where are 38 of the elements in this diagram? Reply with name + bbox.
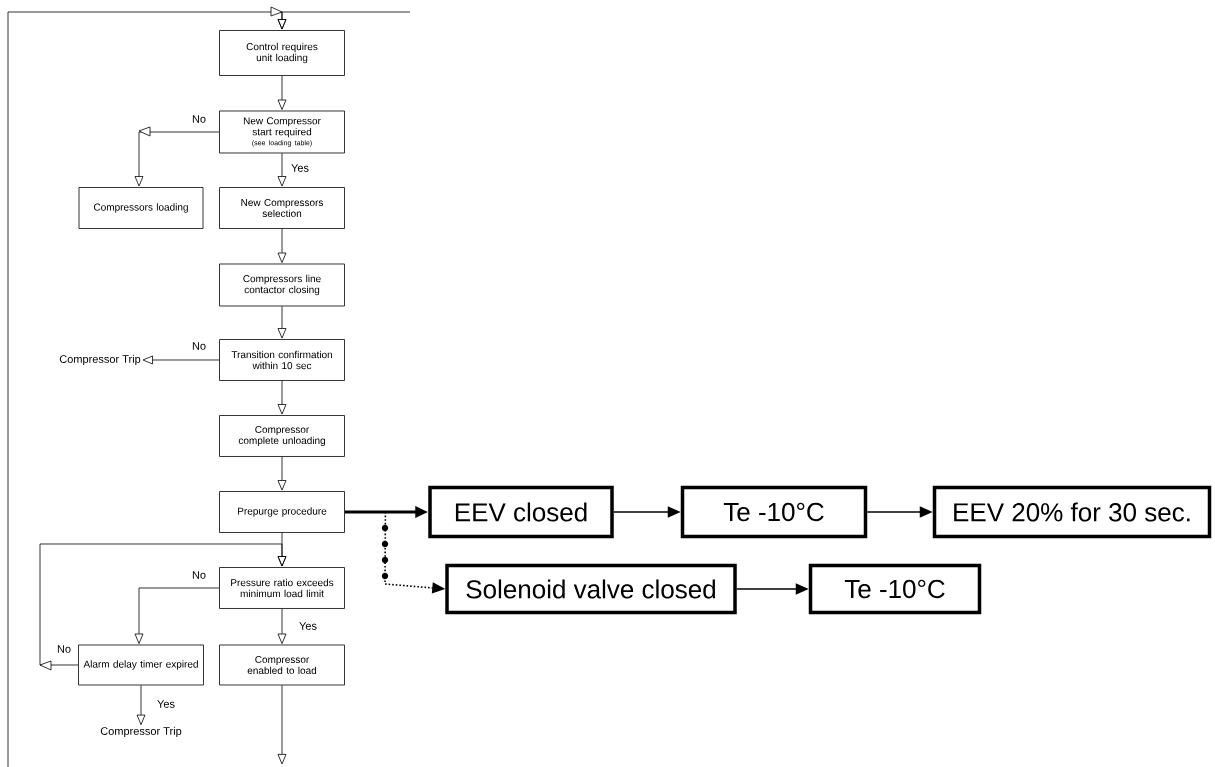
edge-label: No [56, 644, 73, 654]
edge-label: Yes [298, 621, 318, 631]
process-box: Control requires unit loading [219, 30, 345, 76]
process-box: Compressor enabled to load [219, 644, 345, 686]
arrow [277, 608, 287, 644]
arrow [277, 153, 287, 187]
step-box: Solenoid valve closed [445, 563, 737, 615]
arrow [134, 126, 220, 187]
edge-label: No [191, 341, 208, 351]
end-label: Compressor Trip [100, 726, 182, 738]
edge-label: Yes [156, 699, 176, 709]
process-box: Transition confirmation within 10 sec [219, 339, 345, 381]
arrow [142, 355, 220, 365]
arrow [277, 228, 287, 263]
arrow [277, 306, 287, 339]
step-box: EEV closed [428, 485, 614, 539]
step-box: Te -10°C [808, 563, 982, 615]
edge-label: No [191, 114, 208, 124]
arrow [136, 685, 146, 725]
arrow [277, 380, 287, 415]
process-box: Alarm delay timer expired [78, 644, 204, 686]
arrow [134, 587, 220, 644]
process-box: New Compressors selection [219, 187, 345, 229]
edge-label: Yes [290, 163, 310, 173]
process-box: Compressor complete unloading [219, 415, 345, 457]
arrow [277, 685, 287, 765]
step-box: Te -10°C [680, 485, 868, 539]
step-box: EEV 20% for 30 sec. [932, 485, 1212, 539]
edge-label: No [191, 570, 208, 580]
arrow [39, 543, 287, 671]
process-box: Compressors line contactor closing [219, 263, 345, 307]
process-box: Prepurge procedure [219, 491, 345, 533]
end-label: Compressor Trip [59, 354, 141, 366]
arrow [277, 11, 411, 30]
process-box: Pressure ratio exceeds minimum load limit [219, 567, 345, 609]
arrow [277, 456, 287, 491]
arrow [277, 75, 287, 110]
process-box: Compressors loading [78, 187, 204, 229]
